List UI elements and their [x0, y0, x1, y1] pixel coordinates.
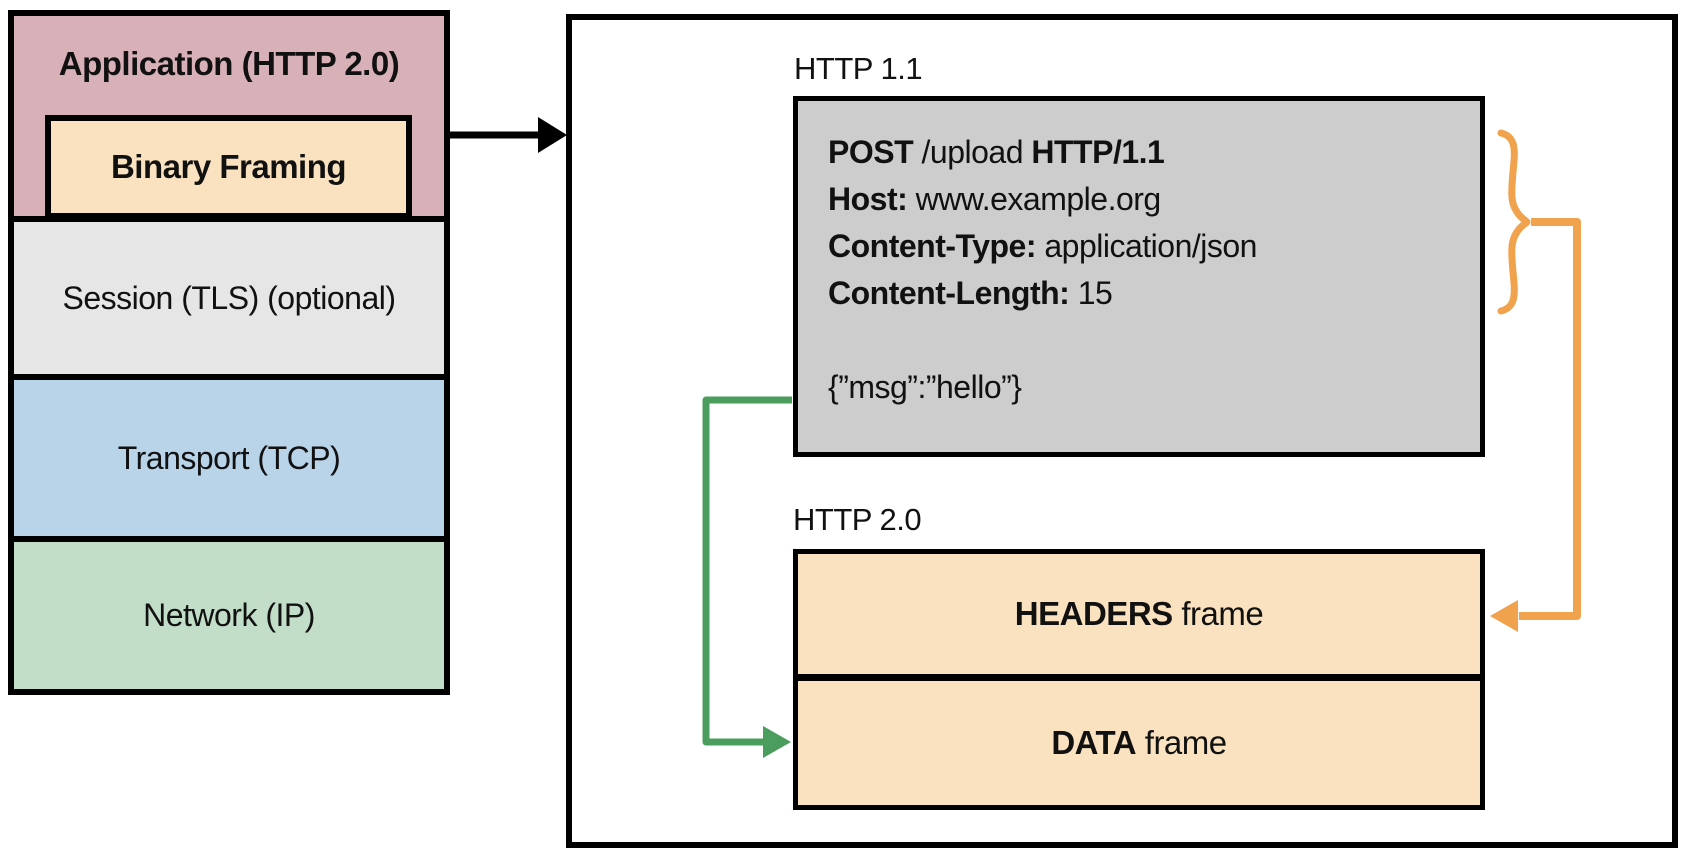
layer-application-label: Application (HTTP 2.0) — [58, 45, 400, 82]
http11-request-box: POST /upload HTTP/1.1 Host: www.example.… — [793, 96, 1485, 457]
content-length-header-name: Content-Length: — [828, 275, 1070, 311]
request-line-start: POST /upload HTTP/1.1 — [828, 129, 1470, 176]
request-line-content-type: Content-Type: application/json — [828, 223, 1470, 270]
request-version: HTTP/1.1 — [1031, 134, 1165, 170]
layer-session: Session (TLS) (optional) — [14, 222, 444, 380]
http20-frames-box: HEADERS frame DATA frame — [793, 549, 1485, 810]
http20-label: HTTP 2.0 — [793, 502, 922, 537]
headers-frame-bold: HEADERS — [1014, 595, 1173, 632]
layer-network-label: Network (IP) — [143, 597, 315, 633]
request-blank-line — [828, 317, 1470, 364]
headers-frame-rest: frame — [1172, 595, 1264, 632]
content-type-header-name: Content-Type: — [828, 228, 1036, 264]
request-method: POST — [828, 134, 914, 170]
layer-transport-label: Transport (TCP) — [117, 439, 341, 476]
content-length-header-value: 15 — [1069, 275, 1113, 311]
request-body: {”msg”:”hello”} — [828, 369, 1022, 405]
content-type-header-value: application/json — [1035, 228, 1257, 264]
headers-frame-row: HEADERS frame — [798, 554, 1480, 681]
data-frame-row: DATA frame — [798, 681, 1480, 805]
stack-to-panel-arrowhead-icon — [538, 117, 567, 153]
stack-to-panel-arrow — [450, 117, 567, 153]
data-frame-bold: DATA — [1051, 724, 1137, 761]
layer-network: Network (IP) — [14, 542, 444, 689]
request-line-host: Host: www.example.org — [828, 176, 1470, 223]
layer-transport: Transport (TCP) — [14, 380, 444, 542]
data-frame-rest: frame — [1136, 724, 1227, 761]
host-header-value: www.example.org — [907, 181, 1162, 217]
protocol-stack: Application (HTTP 2.0) Binary Framing Se… — [8, 10, 450, 695]
binary-framing-box: Binary Framing — [45, 115, 412, 219]
request-target: /upload — [913, 134, 1032, 170]
layer-application: Application (HTTP 2.0) Binary Framing — [14, 16, 444, 222]
binary-framing-label: Binary Framing — [110, 148, 347, 185]
detail-panel: HTTP 1.1 POST /upload HTTP/1.1 Host: www… — [566, 14, 1678, 848]
host-header-name: Host: — [828, 181, 908, 217]
request-line-content-length: Content-Length: 15 — [828, 270, 1470, 317]
layer-session-label: Session (TLS) (optional) — [62, 279, 396, 316]
http11-label: HTTP 1.1 — [794, 51, 923, 86]
